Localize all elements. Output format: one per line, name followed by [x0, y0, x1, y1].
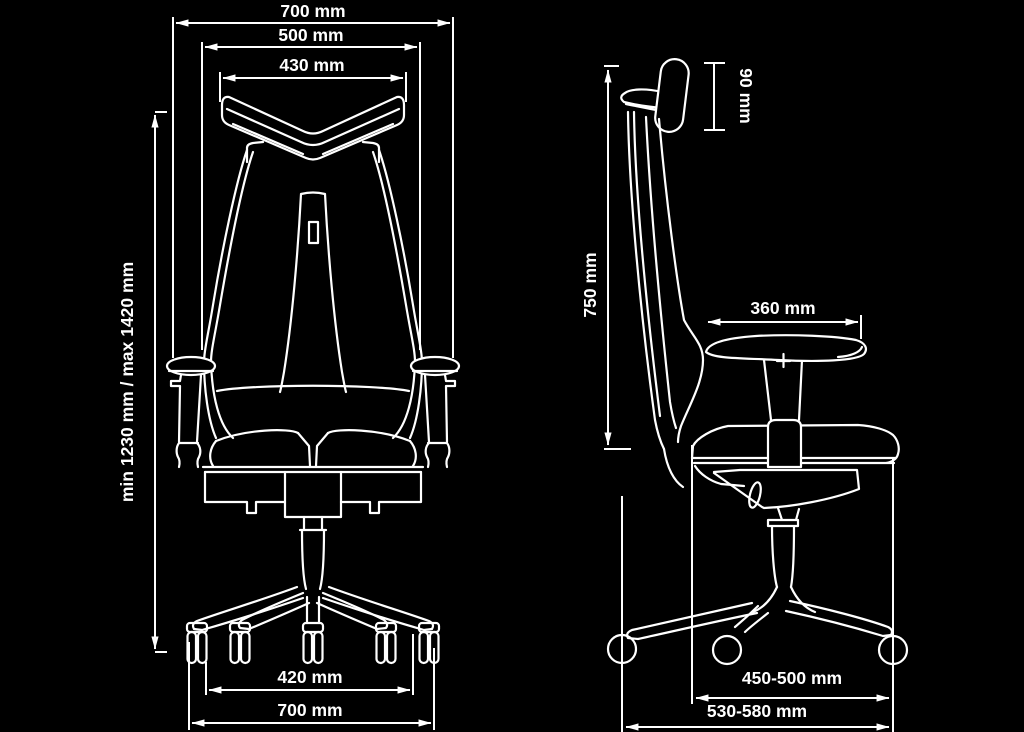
- side-view-chair: [606, 58, 909, 666]
- backrest-outline: [626, 110, 666, 451]
- dim-front-overall-width: 700 mm: [172, 1, 454, 358]
- seat-center-notch: [296, 431, 330, 468]
- backrest-adjust-slot: [307, 220, 320, 245]
- extension-lines: [172, 17, 454, 358]
- dim-label-base-overall-width: 700 mm: [277, 700, 342, 720]
- armrest-right: [409, 355, 461, 469]
- dim-chair-height: min 1230 mm / max 1420 mm: [117, 111, 167, 653]
- side-view-dimensions: 750 mm 90 mm 360 mm 450-500 mm 530-580 m…: [580, 62, 894, 732]
- backrest-top-edge: [245, 140, 381, 164]
- gas-cylinder: [298, 515, 328, 591]
- dim-base-overall-width: 700 mm: [188, 642, 435, 730]
- seat-sides: [209, 439, 417, 468]
- dim-armrest-depth: 360 mm: [707, 298, 862, 339]
- seat-frame: [203, 470, 423, 515]
- dim-headrest-width: 430 mm: [219, 55, 407, 102]
- headrest: [220, 95, 406, 161]
- backrest-inner-line: [209, 150, 255, 364]
- extension-lines: [205, 634, 414, 695]
- base-leg: [315, 591, 389, 631]
- caster: [301, 621, 325, 665]
- base-star: [191, 585, 435, 632]
- backrest-outline: [202, 148, 249, 440]
- mechanism-box: [283, 470, 343, 519]
- front-view-chair: [165, 95, 461, 665]
- base-leg: [784, 599, 894, 638]
- dim-label-headrest-height: 90 mm: [736, 68, 756, 123]
- dim-label-seat-depth: 450-500 mm: [742, 668, 842, 688]
- dim-label-backrest-width: 500 mm: [278, 25, 343, 45]
- backrest-outline: [377, 148, 424, 440]
- dim-base-depth: 530-580 mm: [621, 457, 894, 732]
- seat-bottom-edge: [201, 465, 425, 474]
- gas-cylinder: [766, 506, 801, 589]
- base-hub: [751, 585, 817, 614]
- dim-label-armrest-depth: 360 mm: [750, 298, 815, 318]
- armrest-post-lower: [766, 418, 803, 469]
- seat-underside: [693, 464, 746, 488]
- backrest-front-lumbar: [657, 117, 705, 444]
- armrest-foot: [175, 441, 202, 469]
- armrest-foot: [424, 441, 451, 469]
- dim-seat-depth: 450-500 mm: [691, 445, 890, 704]
- extension-lines: [219, 72, 407, 102]
- backrest-inner-line: [632, 110, 662, 418]
- tick-marks: [604, 65, 631, 450]
- headrest-inner-line: [225, 107, 401, 147]
- caster: [185, 621, 209, 665]
- armrest-post-upper: [762, 358, 804, 422]
- caster: [374, 621, 398, 665]
- armrest-pad: [409, 355, 461, 377]
- bracket-line: [704, 62, 725, 131]
- backrest-bottom-hook: [662, 447, 685, 489]
- backrest-lumbar-curve: [209, 360, 417, 440]
- armrest-post: [169, 373, 203, 445]
- armrest: [704, 334, 867, 469]
- dim-label-backrest-height: 750 mm: [580, 252, 600, 317]
- base-leg: [237, 591, 311, 631]
- base-leg: [305, 595, 321, 625]
- armrest-pad: [165, 355, 217, 377]
- caster: [711, 634, 743, 666]
- armrest-adjust-plus-icon: [775, 352, 792, 369]
- headrest: [654, 58, 690, 133]
- dim-label-chair-height: min 1230 mm / max 1420 mm: [117, 262, 137, 502]
- caster: [417, 621, 441, 665]
- front-view-dimensions: 700 mm 500 mm 430 mm min 1230 mm / max 1…: [117, 1, 454, 730]
- extension-lines: [621, 457, 894, 732]
- tilt-lever: [748, 481, 762, 509]
- dim-label-base-inner-width: 420 mm: [277, 667, 342, 687]
- extension-lines: [188, 642, 435, 730]
- seat-cushion: [214, 429, 412, 443]
- armrest-pad-line: [836, 345, 864, 359]
- dim-label-headrest-width: 430 mm: [279, 55, 344, 75]
- headrest-inner-line: [231, 122, 395, 156]
- base-leg: [733, 604, 770, 634]
- dim-label-base-depth: 530-580 mm: [707, 701, 807, 721]
- backrest-inner-line: [644, 115, 678, 430]
- seat-back-junction: [215, 384, 411, 393]
- dim-backrest-width: 500 mm: [201, 25, 421, 350]
- backrest-inner-line: [371, 150, 417, 364]
- dim-backrest-height: 750 mm: [580, 65, 631, 450]
- tick-marks: [155, 111, 167, 653]
- armrest-pad: [704, 334, 867, 363]
- dim-base-inner-width: 420 mm: [205, 634, 414, 695]
- dim-headrest-height: 90 mm: [704, 62, 756, 131]
- dim-label-front-overall-width: 700 mm: [280, 1, 345, 21]
- extension-lines: [201, 42, 421, 350]
- mechanism-plate: [712, 468, 861, 510]
- armrest-post: [423, 373, 457, 445]
- armrest-left: [165, 355, 217, 469]
- caster: [228, 621, 252, 665]
